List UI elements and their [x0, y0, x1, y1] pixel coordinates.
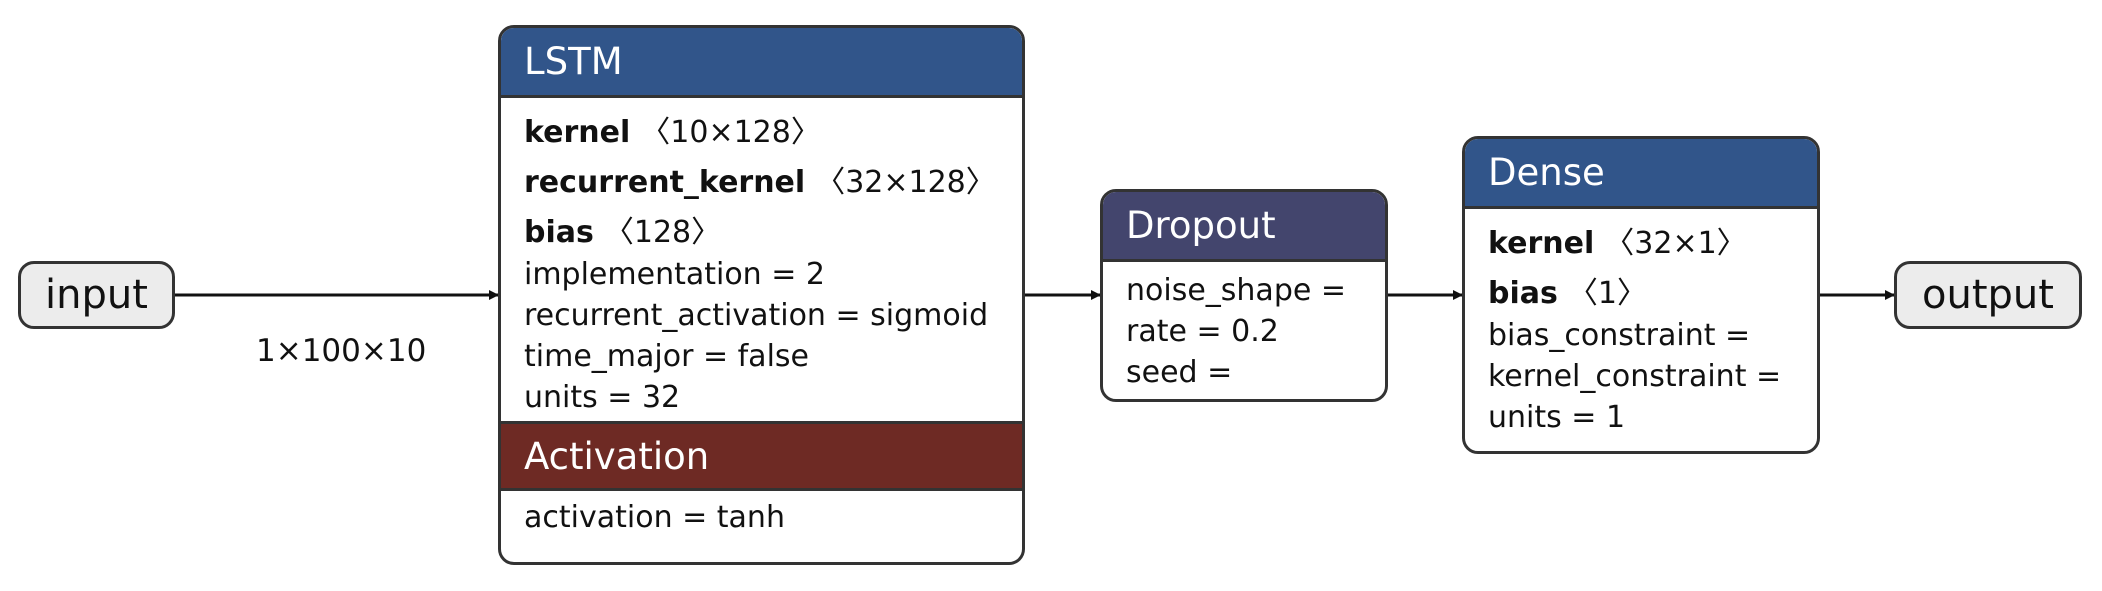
lstm-param: time_major = false — [524, 339, 809, 374]
weight-shape: 〈1〉 — [1567, 276, 1647, 311]
activation-param: activation = tanh — [524, 500, 785, 535]
dense-param: kernel_constraint = — [1488, 359, 1782, 394]
activation-body: activation = tanh — [501, 491, 1022, 542]
lstm-weight-recurrent-kernel: recurrent_kernel 〈32×128〉 — [524, 166, 1022, 200]
dense-weight-kernel: kernel 〈32×1〉 — [1488, 227, 1817, 261]
lstm-param: recurrent_activation = sigmoid — [524, 298, 989, 333]
weight-name: kernel — [1488, 226, 1595, 261]
dense-param: bias_constraint = — [1488, 318, 1751, 353]
lstm-layer[interactable]: LSTM kernel 〈10×128〉 recurrent_kernel 〈32×… — [498, 25, 1025, 565]
output-node[interactable]: output — [1894, 261, 2082, 329]
weight-shape: 〈10×128〉 — [640, 115, 821, 150]
weight-name: bias — [1488, 276, 1558, 311]
dropout-title: Dropout — [1126, 204, 1276, 247]
dense-title: Dense — [1488, 151, 1605, 194]
weight-shape: 〈32×1〉 — [1604, 226, 1747, 261]
lstm-param: implementation = 2 — [524, 257, 825, 292]
dropout-param: seed = — [1126, 355, 1233, 390]
lstm-param: units = 32 — [524, 380, 681, 415]
dense-layer[interactable]: Dense kernel 〈32×1〉 bias 〈1〉 bias_constrai… — [1462, 136, 1820, 454]
input-shape-label: 1×100×10 — [256, 333, 427, 369]
dense-weight-bias: bias 〈1〉 — [1488, 277, 1817, 311]
lstm-weight-kernel: kernel 〈10×128〉 — [524, 116, 1022, 150]
weight-name: kernel — [524, 115, 631, 150]
weight-shape: 〈32×128〉 — [815, 165, 996, 200]
activation-header: Activation — [501, 421, 1022, 491]
lstm-weight-bias: bias 〈128〉 — [524, 216, 1022, 250]
weight-name: recurrent_kernel — [524, 165, 806, 200]
output-node-label: output — [1922, 272, 2054, 318]
dense-header: Dense — [1465, 139, 1817, 209]
weight-shape: 〈128〉 — [603, 215, 722, 250]
lstm-body: kernel〈10×128〉 recurrent_kernel〈32×128〉 … — [501, 98, 1022, 421]
dropout-body: noise_shape = rate = 0.2 seed = — [1103, 262, 1385, 397]
dropout-header: Dropout — [1103, 192, 1385, 262]
dropout-param: rate = 0.2 — [1126, 314, 1279, 349]
dense-body: kernel 〈32×1〉 bias 〈1〉 bias_constraint = k… — [1465, 209, 1817, 442]
activation-title: Activation — [524, 434, 710, 478]
input-node-label: input — [45, 272, 148, 318]
dropout-param: noise_shape = — [1126, 273, 1346, 308]
weight-name: bias — [524, 215, 594, 250]
input-node[interactable]: input — [18, 261, 175, 329]
dense-param: units = 1 — [1488, 400, 1626, 435]
lstm-title: LSTM — [524, 40, 623, 83]
lstm-header: LSTM — [501, 28, 1022, 98]
dropout-layer[interactable]: Dropout noise_shape = rate = 0.2 seed = — [1100, 189, 1388, 402]
